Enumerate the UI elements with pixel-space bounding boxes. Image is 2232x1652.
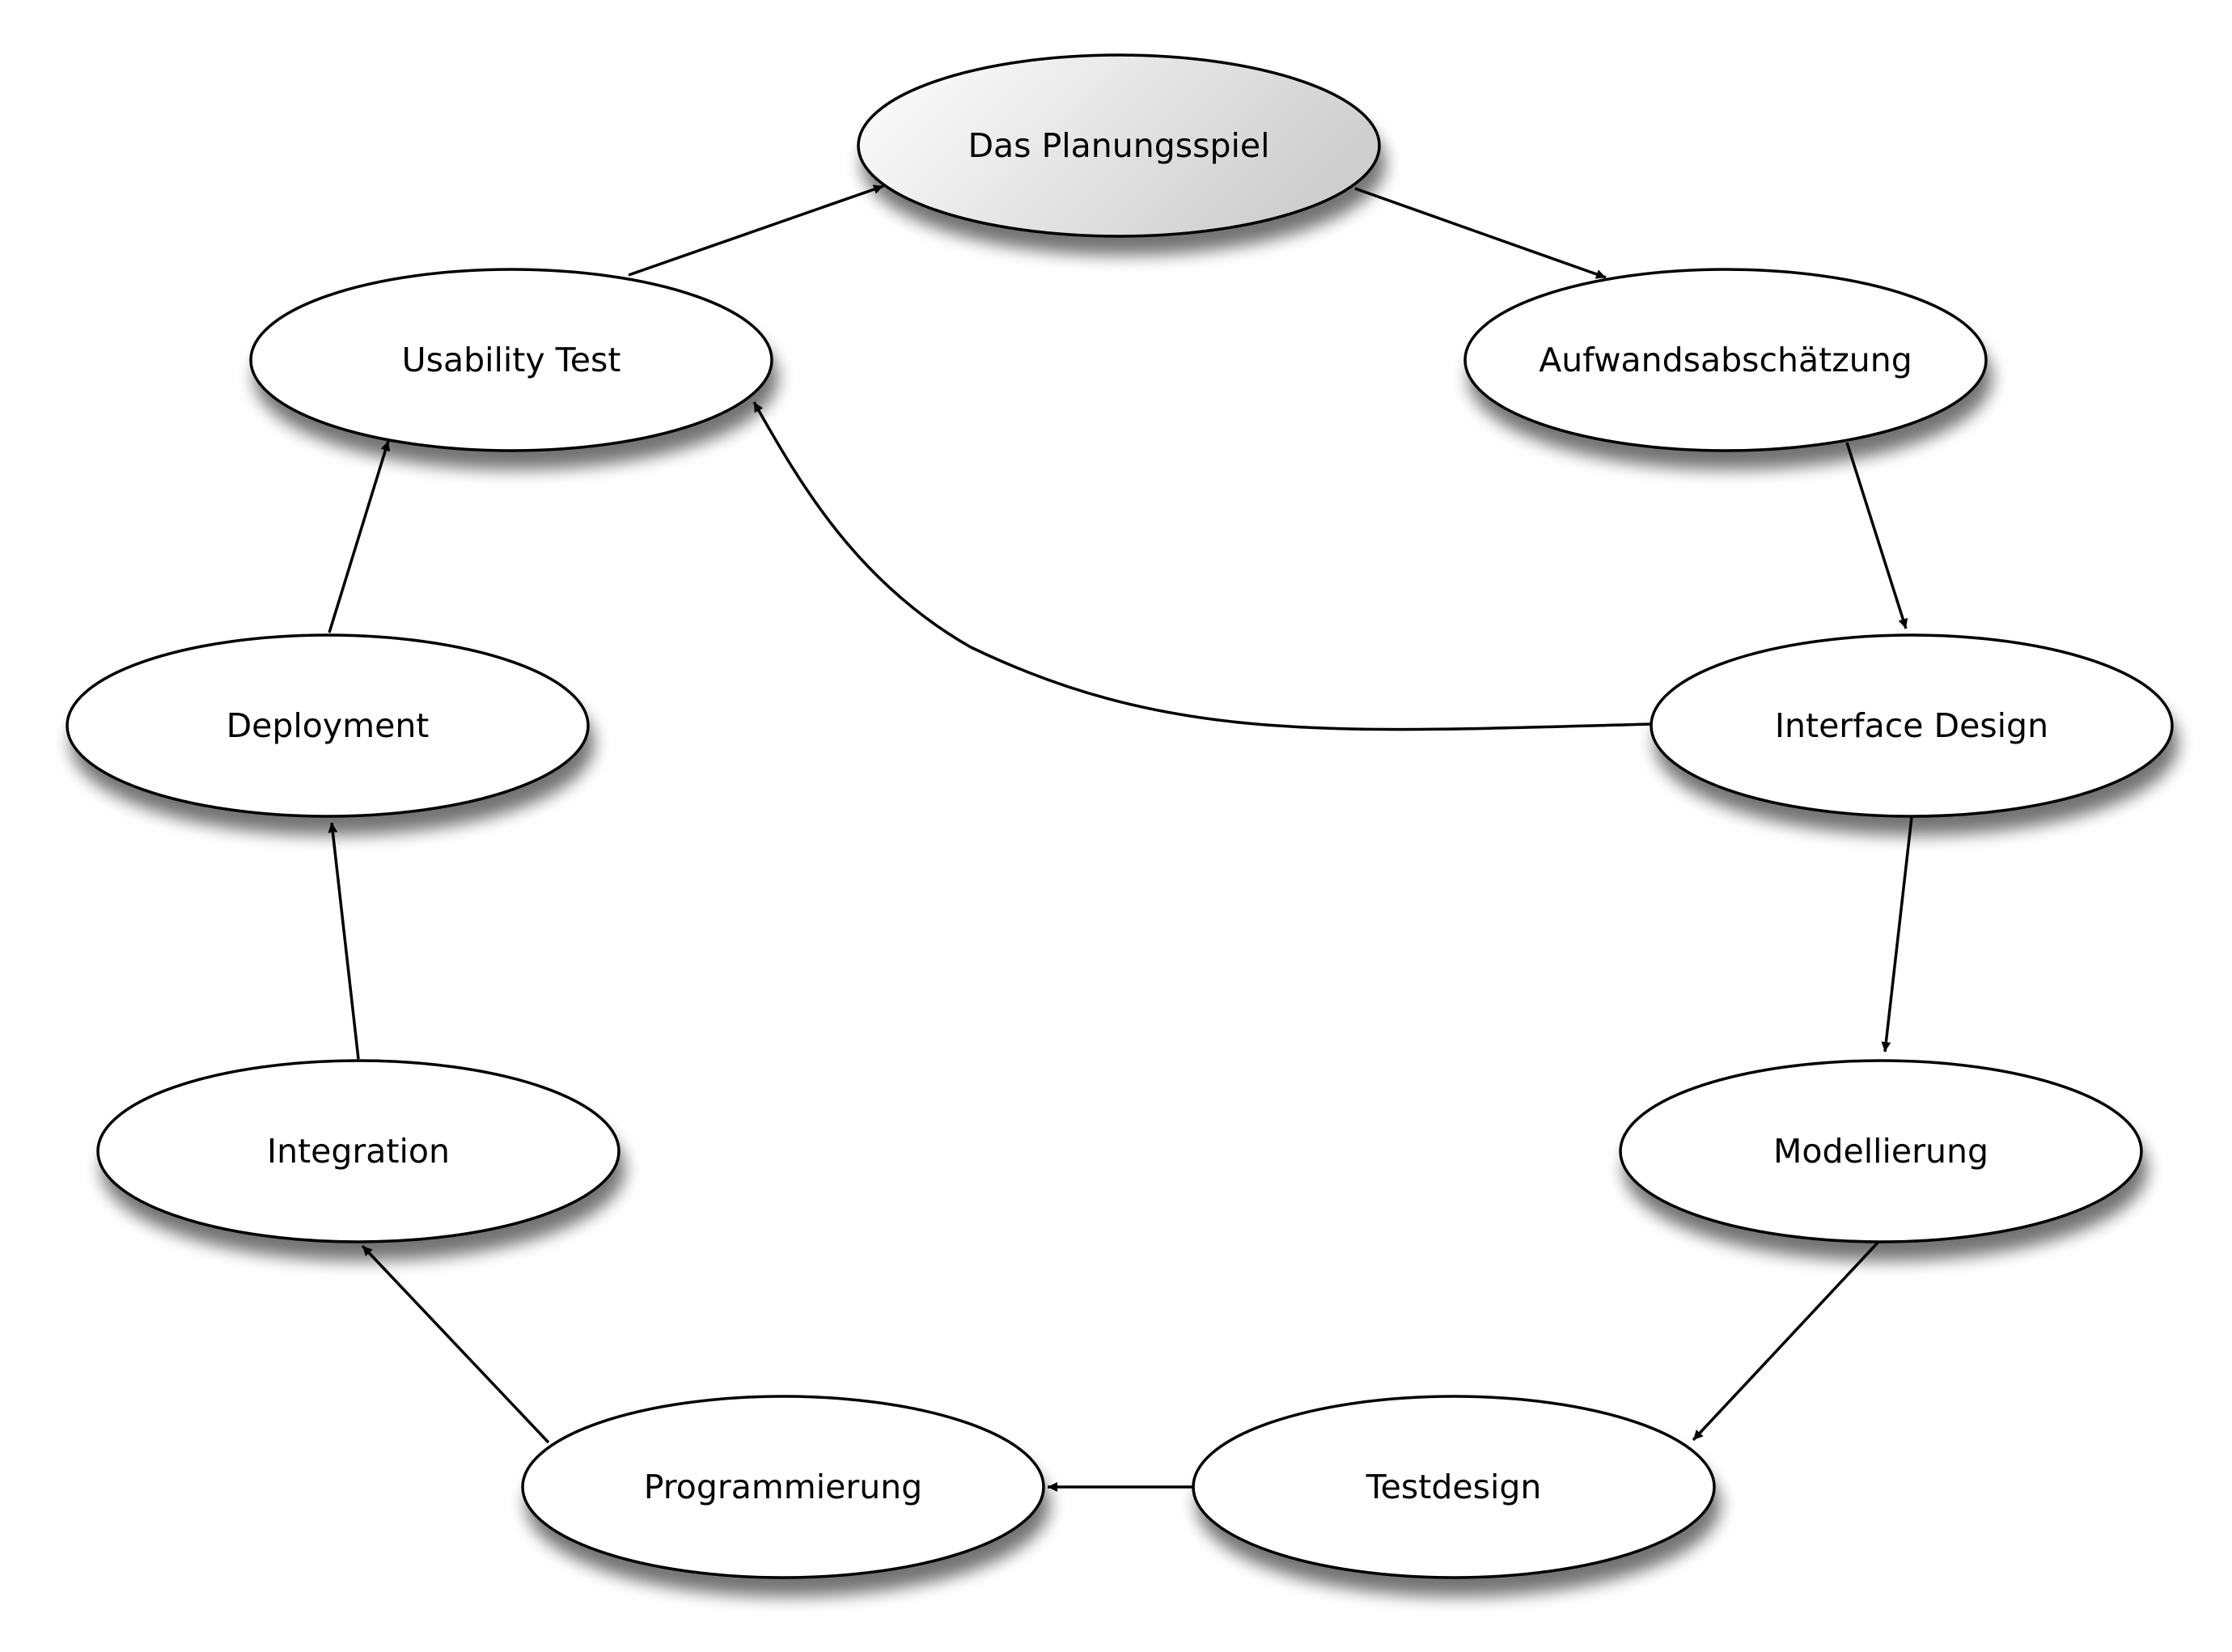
nodes-layer: Das Planungsspiel Aufwandsabschätzung In… — [66, 53, 2174, 1579]
node-label: Testdesign — [1366, 1468, 1542, 1506]
node-aufwandsabschaetzung[interactable]: Aufwandsabschätzung — [1463, 268, 1988, 452]
node-label: Interface Design — [1775, 706, 2048, 745]
node-shape — [857, 53, 1381, 238]
node-testdesign[interactable]: Testdesign — [1192, 1395, 1716, 1579]
node-das-planungsspiel[interactable]: Das Planungsspiel — [857, 53, 1381, 238]
node-label: Deployment — [227, 706, 430, 745]
node-shape — [96, 1059, 620, 1243]
edge-aufwand-to-interface — [1845, 442, 1908, 629]
node-label: Usability Test — [402, 341, 621, 379]
node-label: Das Planungsspiel — [968, 126, 1269, 165]
node-modellierung[interactable]: Modellierung — [1619, 1059, 2143, 1243]
node-shape — [521, 1395, 1045, 1579]
node-label: Programmierung — [644, 1468, 922, 1506]
node-shape — [249, 268, 773, 452]
node-shape — [1192, 1395, 1716, 1579]
node-shape — [1463, 268, 1988, 452]
node-label: Modellierung — [1773, 1132, 1988, 1171]
node-shape — [1650, 633, 2174, 818]
node-usability-test[interactable]: Usability Test — [249, 268, 773, 452]
edge-usability-to-planungsspiel — [628, 184, 884, 277]
edges-layer — [328, 184, 1913, 1492]
edge-interface-to-usability — [752, 401, 1653, 731]
edge-planungsspiel-to-aufwand — [1354, 187, 1607, 279]
node-integration[interactable]: Integration — [96, 1059, 620, 1243]
node-interface-design[interactable]: Interface Design — [1650, 633, 2174, 818]
node-shape — [66, 633, 590, 818]
edge-modellierung-to-testdesign — [1692, 1240, 1880, 1442]
node-label: Integration — [267, 1132, 450, 1171]
edge-integration-to-deployment — [328, 822, 360, 1060]
edge-interface-to-modellierung — [1881, 816, 1913, 1053]
node-label: Aufwandsabschätzung — [1539, 341, 1912, 379]
edge-deployment-to-usability — [328, 440, 391, 633]
node-shape — [1619, 1059, 2143, 1243]
edge-programmierung-to-integration — [361, 1244, 550, 1444]
node-deployment[interactable]: Deployment — [66, 633, 590, 818]
node-programmierung[interactable]: Programmierung — [521, 1395, 1045, 1579]
